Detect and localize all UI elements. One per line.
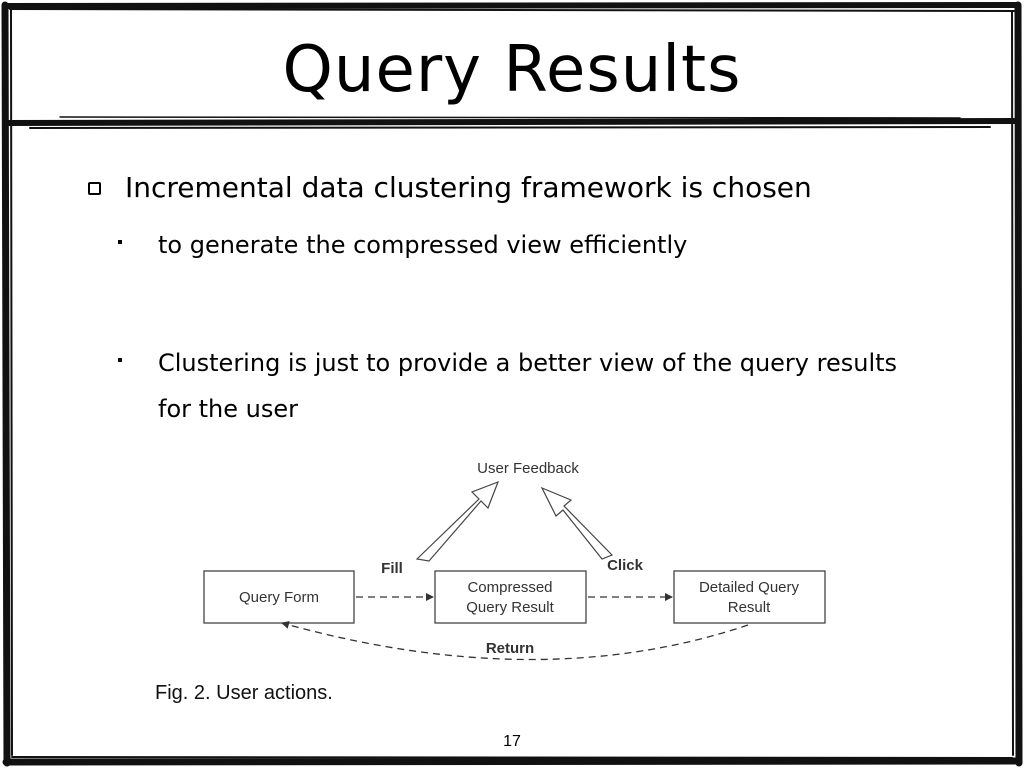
sub-bullet-1: to generate the compressed view efficien… [118,222,918,268]
sub-bullet-text: to generate the compressed view efficien… [158,231,688,259]
dot-bullet-icon [118,358,122,362]
sub-bullet-text: Clustering is just to provide a better v… [158,349,898,423]
edge-return-line [281,621,749,661]
main-bullet: Incremental data clustering framework is… [88,168,812,208]
slide-title: Query Results [282,33,742,107]
node-compressed-line2: Query Result [466,599,554,616]
node-compressed-box [434,570,587,624]
sub-bullet-2: Clustering is just to provide a better v… [118,340,918,432]
node-detailed-line2: Result [728,599,771,616]
node-compressed-line1: Compressed [467,579,552,596]
node-user-feedback: User Feedback [477,460,579,477]
edge-return-label: Return [486,640,534,657]
click-hollow-arrow [540,486,614,560]
dot-bullet-icon [118,240,122,244]
user-actions-diagram: User Feedback Query Form Compressed Quer… [203,460,826,661]
node-detailed-box [673,570,826,624]
square-bullet-icon [88,181,101,195]
main-bullet-text: Incremental data clustering framework is… [125,171,812,204]
page-number: 17 [503,733,521,750]
fill-hollow-arrow [415,480,500,562]
node-detailed-line1: Detailed Query [699,579,800,596]
figure-caption: Fig. 2. User actions. [155,682,333,704]
node-query-form: Query Form [239,589,319,606]
node-query-form-box [203,570,355,624]
edge-click-label: Click [607,557,644,574]
edge-fill-label: Fill [381,560,403,577]
